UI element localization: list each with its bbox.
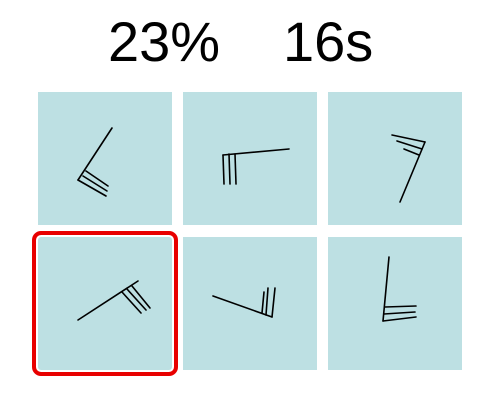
progress-percent: 23% [108, 10, 221, 73]
rune-glyph-icon [391, 134, 426, 203]
tile-5[interactable] [183, 237, 317, 370]
rune-glyph-icon [77, 280, 151, 321]
hud: 23% 16s [0, 8, 500, 78]
countdown-timer: 16s [283, 10, 374, 73]
rune-glyph-icon [222, 148, 290, 185]
tile-6[interactable] [328, 237, 462, 370]
tile-2[interactable] [183, 92, 317, 225]
tile-1[interactable] [38, 92, 172, 225]
rune-glyph-icon [77, 127, 113, 197]
tile-3[interactable] [328, 92, 462, 225]
tile-4[interactable] [32, 231, 178, 376]
rune-glyph-icon [212, 287, 276, 318]
rune-glyph-icon [382, 256, 417, 322]
